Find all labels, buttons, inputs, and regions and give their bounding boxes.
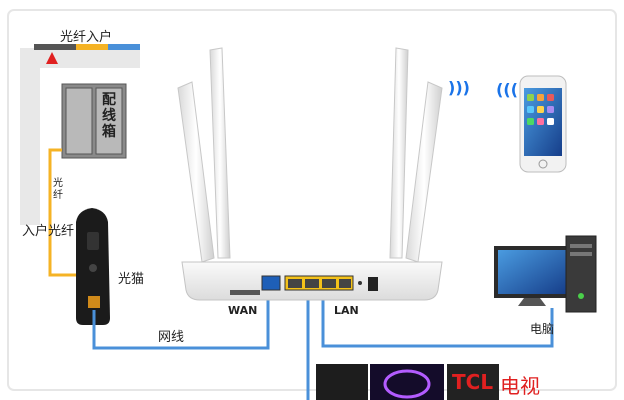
router-antenna-1: [177, 81, 215, 263]
phone-app: [547, 106, 554, 113]
modem-port-fiber: [89, 264, 97, 272]
tv-panel: [447, 364, 499, 400]
tv-screen-glow: [383, 369, 431, 399]
background-frame: [7, 9, 617, 391]
lan-port-3: [322, 279, 336, 288]
fiber-bar-yellow: [76, 44, 108, 50]
phone-home-button: [538, 159, 548, 169]
cable-label: 网线: [158, 330, 185, 345]
phone-app: [547, 94, 554, 101]
router-power-port: [368, 277, 378, 291]
router-vent: [230, 290, 260, 295]
tv-set-top-box: [316, 364, 368, 400]
wifi-signal-icon: ))): [448, 78, 470, 97]
phone-app: [547, 118, 554, 125]
fiber-line: [48, 148, 82, 277]
cabinet-door-left: [65, 87, 93, 155]
tower-power-led: [578, 293, 584, 299]
lan-label: LAN: [334, 304, 359, 317]
home-fiber-label: 入户光纤: [22, 224, 75, 239]
phone-app: [537, 106, 544, 113]
building-wall: [20, 48, 140, 225]
modem-label: 光猫: [118, 272, 145, 287]
cable-lan-computer: [321, 283, 554, 348]
modem-port-lan: [88, 296, 100, 308]
fiber-vertical-label: 光纤: [53, 178, 63, 201]
entry-arrow-icon: [46, 52, 58, 64]
lan-port-2: [305, 279, 319, 288]
wifi-signal-icon: ))): [496, 80, 518, 99]
cabinet-label: 配线箱: [102, 92, 116, 140]
computer-tower: [565, 235, 597, 313]
monitor-stand: [518, 298, 546, 306]
phone-app: [537, 118, 544, 125]
monitor-screen: [498, 250, 566, 294]
lan-port-4: [339, 279, 351, 288]
cable-modem-wan: [92, 278, 270, 350]
computer-label: 电脑: [530, 322, 555, 336]
router-antenna-3: [389, 47, 409, 259]
fiber-entry-label: 光纤入户: [60, 30, 113, 45]
phone-app: [527, 94, 534, 101]
cabinet-door-right: [95, 87, 123, 155]
router-reset-hole: [358, 281, 362, 285]
phone-app: [527, 118, 534, 125]
phone-app: [537, 94, 544, 101]
tower-drive-bay: [570, 252, 592, 256]
tower-drive-bay: [570, 244, 592, 248]
wan-label: WAN: [228, 304, 258, 317]
modem-led-panel: [87, 232, 99, 250]
tv-word-label: 电视: [500, 374, 540, 398]
tv-icon: [370, 364, 444, 400]
lan-port-1: [288, 279, 302, 288]
tv-brand-label: TCL: [452, 370, 494, 394]
router-port-wan: [261, 275, 281, 291]
router-antenna-2: [209, 47, 231, 259]
phone-app: [527, 106, 534, 113]
fiber-bar-grey: [34, 44, 76, 50]
fiber-bar-blue: [108, 44, 140, 50]
